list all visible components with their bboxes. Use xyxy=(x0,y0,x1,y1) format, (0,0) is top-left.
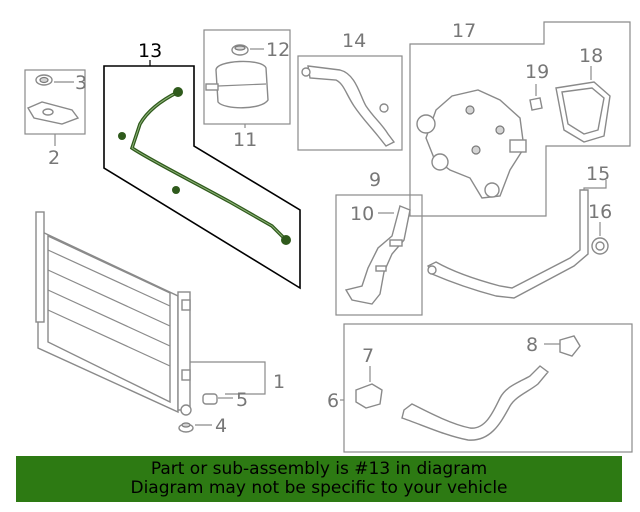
reservoir-part-11 xyxy=(205,60,269,109)
seal-part-16 xyxy=(591,237,609,255)
callout-17: 17 xyxy=(452,20,476,42)
hose-part-13 xyxy=(118,87,291,245)
callout-13: 13 xyxy=(138,40,162,62)
callout-5: 5 xyxy=(236,389,248,411)
info-banner: Part or sub-assembly is #13 in diagram D… xyxy=(16,456,622,502)
banner-line-1: Part or sub-assembly is #13 in diagram xyxy=(150,459,488,479)
callout-4: 4 xyxy=(215,415,227,437)
callout-8: 8 xyxy=(526,334,538,356)
callout-9: 9 xyxy=(369,169,381,191)
callout-15: 15 xyxy=(586,163,610,185)
callout-1: 1 xyxy=(273,371,285,393)
callout-14: 14 xyxy=(342,30,366,52)
callout-19: 19 xyxy=(525,61,549,83)
callout-18: 18 xyxy=(579,45,603,67)
callout-12: 12 xyxy=(266,39,290,61)
bracket-part-2 xyxy=(26,101,80,125)
callout-3: 3 xyxy=(75,72,87,94)
callout-11: 11 xyxy=(233,129,257,151)
callout-6: 6 xyxy=(327,390,339,412)
group-box-11 xyxy=(203,29,291,125)
hose-part-6 xyxy=(401,365,550,441)
sensor-part-19 xyxy=(529,97,543,111)
seal-part-3 xyxy=(35,74,53,86)
gasket-part-18 xyxy=(555,81,611,143)
group-box-14 xyxy=(297,55,403,151)
hose-part-14 xyxy=(301,65,396,147)
callout-7: 7 xyxy=(362,345,374,367)
group-box-9 xyxy=(335,194,423,316)
banner-line-2: Diagram may not be specific to your vehi… xyxy=(130,478,508,498)
radiator xyxy=(35,211,192,416)
cap-part-12 xyxy=(231,44,249,56)
connector-part-8 xyxy=(559,335,581,357)
thermostat-housing-part-17 xyxy=(416,89,527,199)
mount-part-4 xyxy=(178,422,194,433)
pipe-part-15 xyxy=(427,189,589,299)
drain-plug-part-5 xyxy=(202,393,218,405)
callout-10: 10 xyxy=(350,203,374,225)
connector-part-7 xyxy=(355,383,383,409)
callout-2: 2 xyxy=(48,147,60,169)
callout-16: 16 xyxy=(588,201,612,223)
group-box-17 xyxy=(409,21,631,217)
group-box-6 xyxy=(343,323,633,453)
group-box-13 xyxy=(103,65,301,290)
hose-part-9 xyxy=(344,205,411,305)
